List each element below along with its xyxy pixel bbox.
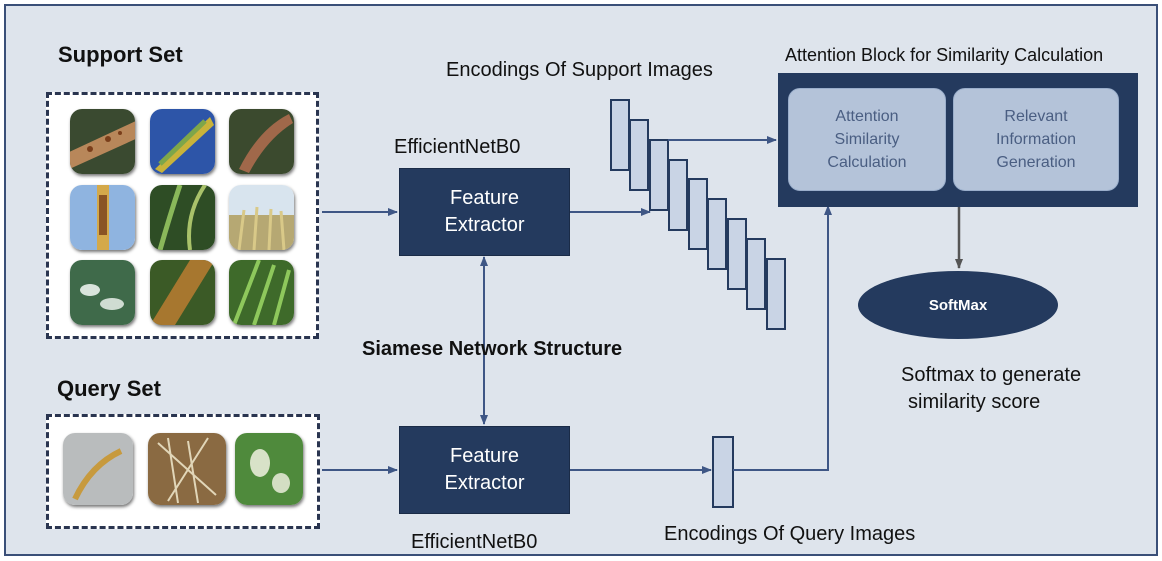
attention-box2-line3: Generation xyxy=(996,154,1076,171)
attention-box2-line2: Information xyxy=(995,131,1077,148)
support-encoding-bar xyxy=(610,99,630,171)
feature-extractor-line2: Extractor xyxy=(444,472,525,494)
roots-icon xyxy=(148,433,226,505)
feature-extractor-line2: Extractor xyxy=(444,214,525,236)
support-encoding-bar xyxy=(707,198,727,270)
support-encoding-bar xyxy=(629,119,649,191)
attention-box1-line2: Similarity xyxy=(834,131,900,148)
support-set-box xyxy=(46,92,319,339)
attention-block-title: Attention Block for Similarity Calculati… xyxy=(785,45,1104,65)
support-set-title: Support Set xyxy=(58,42,183,67)
mildew-leaf-icon xyxy=(70,260,135,325)
brown-leaf-icon xyxy=(229,109,294,174)
query-encodings-label: Encodings Of Query Images xyxy=(664,523,916,545)
spotted-leaf-icon xyxy=(235,433,303,505)
softmax-note-line2: similarity score xyxy=(908,391,1041,413)
siamese-label: Siamese Network Structure xyxy=(362,338,623,360)
support-encoding-bar xyxy=(668,159,688,231)
softmax-note-line1: Softmax to generate xyxy=(901,364,1082,386)
green-leaves-icon xyxy=(150,185,215,250)
dry-wheat-ear-icon xyxy=(63,433,133,505)
query-set-title: Query Set xyxy=(57,376,161,401)
stem-rust-icon xyxy=(70,185,135,250)
wheat-field-icon xyxy=(229,185,294,250)
support-encoding-bar xyxy=(649,139,669,211)
attention-box2-line1: Relevant xyxy=(1004,108,1068,125)
rust-leaf-icon xyxy=(150,260,215,325)
support-encodings-label: Encodings Of Support Images xyxy=(446,59,713,81)
query-encoding-to-attention-arrow xyxy=(733,205,832,471)
query-set-box xyxy=(46,414,320,529)
support-encoding-bar xyxy=(727,218,747,290)
attention-box1-line1: Attention xyxy=(835,108,899,125)
feature-extractor-line1: Feature xyxy=(450,445,519,467)
support-encodings-stack xyxy=(610,99,786,330)
backbone-bottom-label: EfficientNetB0 xyxy=(411,531,538,553)
feature-extractor-line1: Feature xyxy=(450,187,519,209)
softmax-node: SoftMax xyxy=(858,271,1058,339)
support-encoding-bar xyxy=(688,178,708,250)
query-encoding-bar xyxy=(712,436,734,508)
support-encoding-bar xyxy=(766,258,786,330)
leaf-rust-icon xyxy=(70,109,135,174)
wheat-ear-icon xyxy=(150,109,215,174)
backbone-top-label: EfficientNetB0 xyxy=(394,136,521,158)
grass-icon xyxy=(229,260,294,325)
attention-box1-line3: Calculation xyxy=(827,154,907,171)
support-encoding-bar xyxy=(746,238,766,310)
